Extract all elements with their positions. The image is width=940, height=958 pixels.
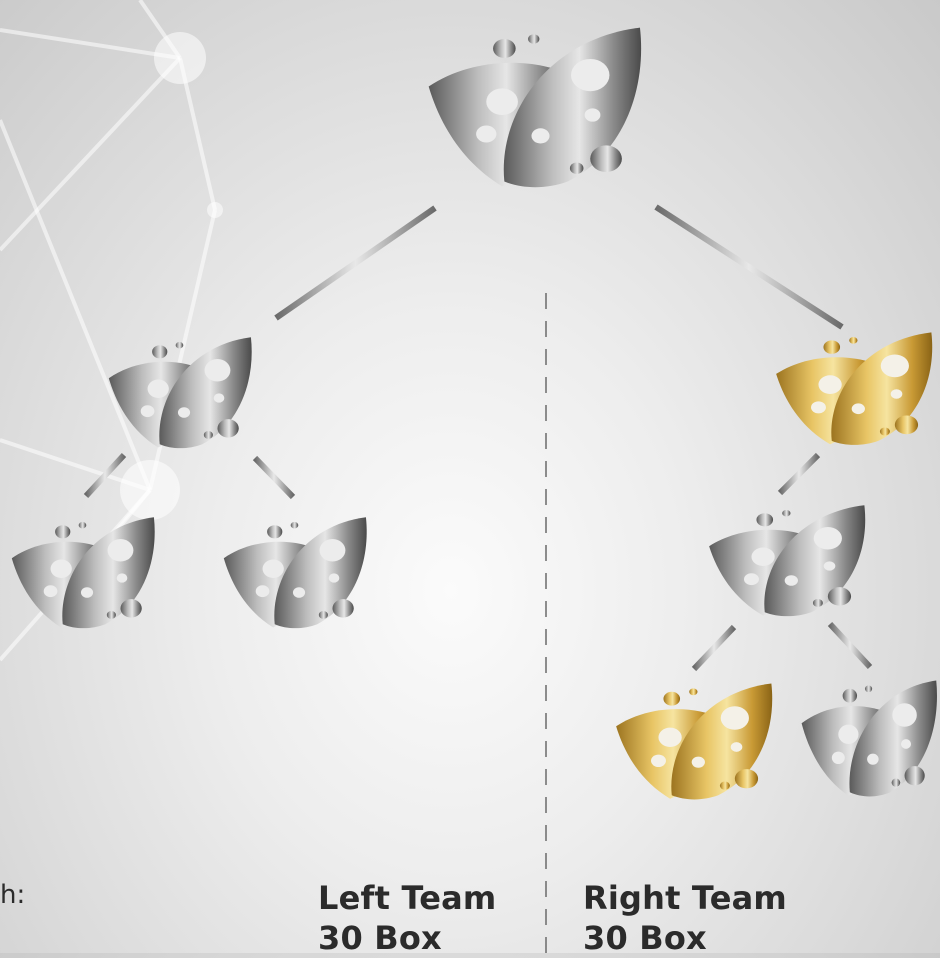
right-team-count: 30 Box — [583, 919, 707, 957]
network-nodes — [120, 32, 223, 520]
left-team-label: Left Team 30 Box — [318, 878, 496, 958]
right-child-butterfly-icon — [776, 332, 933, 445]
right-grandchild-butterfly-icon — [709, 505, 866, 617]
right-team-name: Right Team — [583, 879, 787, 917]
right-team-label: Right Team 30 Box — [583, 878, 787, 958]
left-team-count: 30 Box — [318, 919, 442, 957]
right-great-grandchild-2-butterfly-icon — [801, 680, 937, 797]
cut-off-text: h: — [0, 880, 26, 910]
left-grandchild-2-butterfly-icon — [223, 517, 367, 629]
left-team-name: Left Team — [318, 879, 497, 917]
left-grandchild-1-butterfly-icon — [11, 517, 155, 629]
root-node-butterfly-icon — [428, 27, 642, 188]
connector-lines — [83, 204, 873, 672]
right-great-grandchild-1-butterfly-icon — [616, 683, 773, 800]
